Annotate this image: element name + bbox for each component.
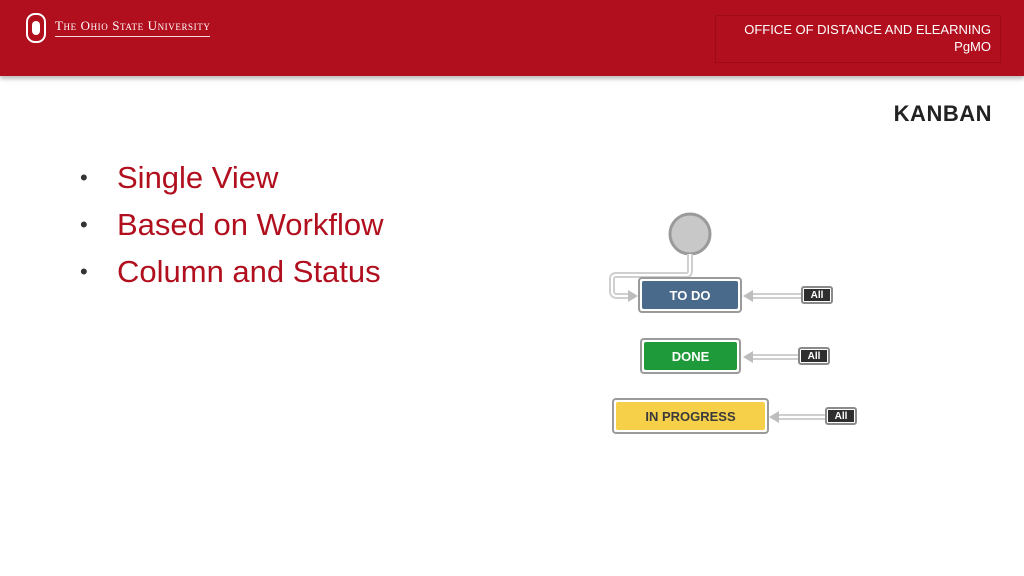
- bullet-item: • Based on Workflow: [80, 201, 384, 248]
- transition-all-done[interactable]: All: [798, 347, 830, 365]
- bullet-icon: •: [80, 164, 88, 190]
- office-label: OFFICE OF DISTANCE AND ELEARNING PgMO: [735, 18, 1000, 58]
- office-line-1: OFFICE OF DISTANCE AND ELEARNING: [744, 22, 991, 37]
- bullet-text: Column and Status: [117, 253, 381, 289]
- transition-all-label: All: [801, 350, 827, 362]
- bullet-icon: •: [80, 258, 88, 284]
- office-line-2: PgMO: [954, 39, 991, 54]
- arrow-head-icon: [743, 351, 753, 363]
- arrow-head-icon: [628, 290, 638, 302]
- slide-title: KANBAN: [893, 101, 992, 126]
- start-node-icon: [668, 212, 712, 256]
- status-in-progress-label: IN PROGRESS: [616, 402, 765, 430]
- status-todo-label: TO DO: [642, 281, 738, 309]
- bullet-item: • Single View: [80, 154, 384, 201]
- transition-all-label: All: [828, 410, 854, 422]
- arrow-head-icon: [743, 290, 753, 302]
- status-in-progress[interactable]: IN PROGRESS: [612, 398, 769, 434]
- office-outline: [715, 15, 1001, 63]
- bullet-text: Based on Workflow: [117, 206, 384, 242]
- bullet-icon: •: [80, 211, 88, 237]
- workflow-connectors: [609, 212, 825, 423]
- header-bar: The Ohio State University OFFICE OF DIST…: [0, 0, 1024, 76]
- arrow-head-icon: [769, 411, 779, 423]
- transition-all-in-progress[interactable]: All: [825, 407, 857, 425]
- transition-all-label: All: [804, 289, 830, 301]
- university-name: The Ohio State University: [55, 19, 211, 37]
- transition-all-todo[interactable]: All: [801, 286, 833, 304]
- status-done[interactable]: DONE: [640, 338, 741, 374]
- bullet-item: • Column and Status: [80, 248, 384, 295]
- block-o-logo-icon: [26, 13, 46, 43]
- bullet-text: Single View: [117, 159, 279, 195]
- status-done-label: DONE: [644, 342, 737, 370]
- bullet-list: • Single View • Based on Workflow • Colu…: [80, 154, 384, 295]
- university-logo[interactable]: The Ohio State University: [25, 12, 211, 44]
- start-connector-core: [611, 254, 691, 297]
- workflow-diagram: TO DO All DONE All IN PROGRESS All: [600, 205, 870, 450]
- status-todo[interactable]: TO DO: [638, 277, 742, 313]
